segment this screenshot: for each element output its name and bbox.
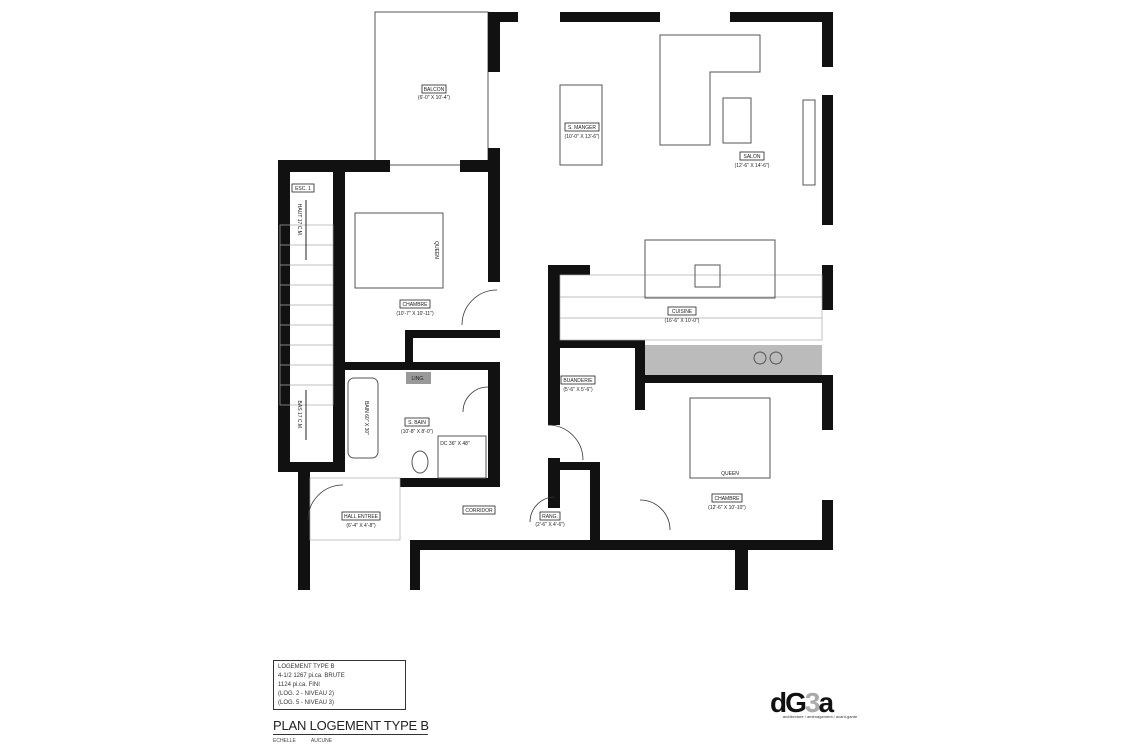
svg-text:CUISINE: CUISINE — [672, 309, 693, 315]
room-label-chambre-2: CHAMBRE (12'-6" X 10'-10") — [708, 493, 746, 511]
kitchen-counters — [559, 239, 823, 375]
room-label-esc: ESC. 1 — [291, 183, 315, 193]
stairs — [279, 200, 334, 440]
dining-table — [559, 84, 603, 166]
title-underline — [273, 734, 428, 735]
room-label-s-manger: S. MANGER (10'-0" X 13'-6") — [565, 122, 600, 140]
bathtub-label: BAIN 60" X 30" — [363, 401, 369, 435]
room-label-balcon: BALCON (6'-0" X 10'-4") — [418, 84, 450, 101]
linen-closet — [406, 372, 431, 384]
svg-text:(6'-4" X 4'-8"): (6'-4" X 4'-8") — [346, 523, 376, 529]
doors — [307, 289, 671, 531]
sofa — [659, 34, 816, 186]
svg-text:(12'-6" X 10'-10"): (12'-6" X 10'-10") — [708, 505, 746, 511]
bathtub — [347, 377, 379, 459]
room-label-rang: RANG. (2'-6" X 4'-6") — [535, 511, 565, 528]
svg-text:RANG.: RANG. — [542, 514, 558, 520]
svg-text:SALON: SALON — [744, 154, 761, 160]
scale-note: ECHELLE AUCUNE — [273, 738, 346, 744]
bed-queen-1 — [354, 212, 444, 289]
room-label-chambre-1: CHAMBRE (10'-7" X 10'-11") — [396, 299, 434, 317]
logo-tagline: architecture / aménagement / avant-garde — [782, 714, 858, 719]
logo-mark: dG3a — [770, 687, 834, 718]
room-label-s-bain: S. BAIN (10'-8" X 8'-0") — [401, 417, 433, 435]
legend-line: 1124 pi.ca. FINI — [278, 682, 320, 688]
legend-line: (LOG. 5 - NIVEAU 3) — [278, 700, 335, 706]
svg-text:HALL ENTREE: HALL ENTREE — [344, 514, 379, 520]
shower-label: DC 36" X 48" — [440, 441, 470, 447]
svg-text:(6'-0" X 10'-4"): (6'-0" X 10'-4") — [418, 95, 450, 101]
svg-text:(5'-6" X 5'-6"): (5'-6" X 5'-6") — [563, 387, 593, 393]
svg-text:(2'-6" X 4'-6"): (2'-6" X 4'-6") — [535, 522, 565, 528]
bed-label-queen-2: QUEEN — [721, 471, 739, 477]
stairs-down-label: BAS 17 C.M. — [296, 401, 302, 430]
legend-line: (LOG. 2 - NIVEAU 2) — [278, 691, 335, 697]
bed-label-queen-1: QUEEN — [433, 241, 439, 259]
room-label-buanderie: BUANDERIE (5'-6" X 5'-6") — [560, 375, 596, 393]
legend-line: LOGEMENT TYPE B — [278, 664, 335, 670]
svg-text:S. BAIN: S. BAIN — [408, 420, 426, 426]
stairs-up-label: HAUT 17 C.M. — [296, 204, 302, 236]
svg-text:CHAMBRE: CHAMBRE — [402, 302, 428, 308]
linen-label: LING. — [411, 376, 424, 382]
unit-info-box: LOGEMENT TYPE B 4-1/2 1267 pi.ca. BRUTE … — [273, 660, 406, 710]
svg-text:(10'-7" X 10'-11"): (10'-7" X 10'-11") — [396, 311, 434, 317]
svg-text:(10'-0" X 13'-6"): (10'-0" X 13'-6") — [565, 134, 600, 140]
room-label-hall: HALL ENTREE (6'-4" X 4'-8") — [341, 511, 381, 529]
plan-title: PLAN LOGEMENT TYPE B — [273, 718, 429, 733]
balcony-outline — [374, 11, 489, 166]
room-label-cuisine: CUISINE (16'-6" X 10'-0") — [665, 306, 700, 324]
room-label-salon: SALON (12'-6" X 14'-6") — [735, 151, 770, 169]
svg-text:ESC. 1: ESC. 1 — [295, 186, 311, 192]
room-label-corridor: CORRIDOR — [462, 505, 496, 515]
svg-text:CORRIDOR: CORRIDOR — [465, 508, 493, 514]
svg-text:CHAMBRE: CHAMBRE — [714, 496, 740, 502]
firm-logo: dG3a architecture / aménagement / avant-… — [770, 687, 870, 720]
scale-label: ECHELLE — [273, 738, 296, 744]
svg-text:(10'-8" X 8'-0"): (10'-8" X 8'-0") — [401, 429, 433, 435]
svg-text:S. MANGER: S. MANGER — [568, 125, 596, 131]
svg-text:(12'-6" X 14'-6"): (12'-6" X 14'-6") — [735, 163, 770, 169]
hall-tile — [309, 477, 401, 541]
svg-text:(16'-6" X 10'-0"): (16'-6" X 10'-0") — [665, 318, 700, 324]
svg-text:BUANDERIE: BUANDERIE — [563, 378, 593, 384]
svg-text:BALCON: BALCON — [424, 87, 445, 93]
walls — [278, 12, 833, 590]
shower — [437, 435, 487, 479]
bed-queen-2 — [689, 397, 771, 479]
toilet — [411, 450, 429, 474]
legend-line: 4-1/2 1267 pi.ca. BRUTE — [278, 673, 345, 679]
scale-value: AUCUNE — [310, 738, 333, 744]
